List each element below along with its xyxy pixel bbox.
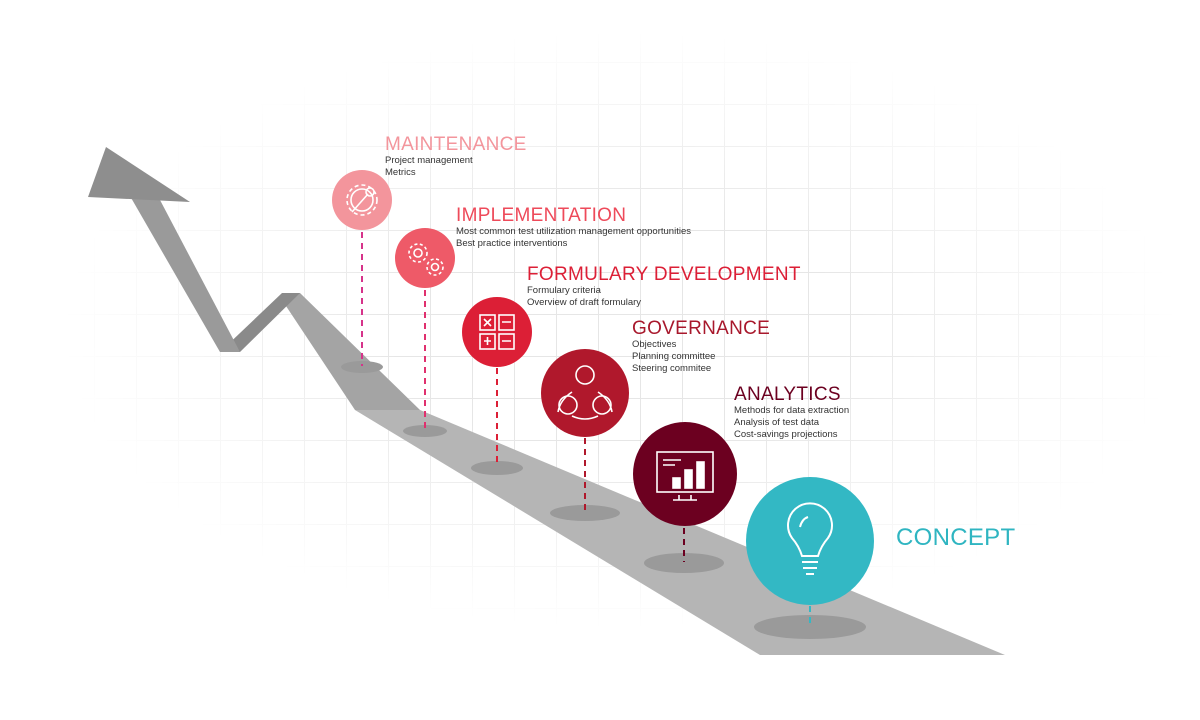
shadow (471, 461, 523, 475)
arrow-fold (220, 293, 300, 352)
shadow (754, 615, 866, 639)
step-title: FORMULARY DEVELOPMENT (527, 264, 801, 285)
step-line: Metrics (385, 167, 416, 178)
shadow (341, 361, 383, 373)
step-line: Project management (385, 155, 473, 166)
step-line: Steering commitee (632, 363, 712, 374)
arrow-rise (282, 293, 420, 410)
step-line: Planning committee (632, 351, 716, 362)
governance-circle (541, 349, 629, 437)
step-line: Formulary criteria (527, 285, 601, 296)
shadow (550, 505, 620, 521)
step-line: Best practice interventions (456, 238, 568, 249)
step-formulary-development: FORMULARY DEVELOPMENT Formulary criteria… (527, 265, 801, 309)
calculator-icon (479, 314, 515, 350)
gear-wrench-icon (346, 184, 378, 216)
concept-circle (746, 477, 874, 605)
step-title: ANALYTICS (734, 384, 841, 405)
step-title: IMPLEMENTATION (456, 205, 627, 226)
step-title: GOVERNANCE (632, 318, 771, 339)
step-maintenance: MAINTENANCE Project management Metrics (385, 135, 527, 179)
shadow (644, 553, 724, 573)
step-title: MAINTENANCE (385, 134, 527, 155)
step-line: Methods for data extraction (734, 405, 850, 416)
formulary-circle (462, 297, 532, 367)
step-implementation: IMPLEMENTATION Most common test utilizat… (456, 206, 691, 250)
step-analytics: ANALYTICS Methods for data extraction An… (734, 385, 849, 441)
step-concept-title: CONCEPT (896, 524, 1016, 551)
shadow (403, 425, 447, 437)
step-governance: GOVERNANCE Objectives Planning committee… (632, 319, 770, 375)
step-line: Most common test utilization management … (456, 226, 691, 237)
monitor-chart-icon (656, 451, 714, 501)
team-icon (557, 365, 613, 420)
arrow-head (88, 147, 190, 202)
step-line: Analysis of test data (734, 417, 820, 428)
arrow-shaft (130, 196, 240, 352)
gears-icon (408, 243, 444, 276)
step-shadows (341, 361, 866, 639)
step-line: Objectives (632, 339, 677, 350)
lightbulb-icon (787, 502, 833, 575)
step-line: Overview of draft formulary (527, 297, 642, 308)
step-line: Cost-savings projections (734, 429, 838, 440)
